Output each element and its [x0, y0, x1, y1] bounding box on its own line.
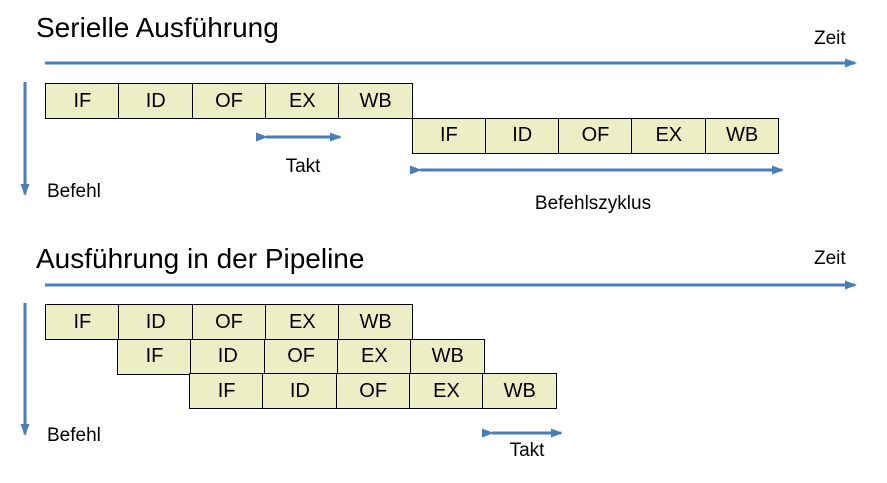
stage-cell-wb: WB: [704, 117, 780, 154]
stage-cell-id: ID: [118, 83, 194, 119]
pipeline-instruction-axis-label: Befehl: [47, 425, 101, 446]
stage-cell-wb: WB: [338, 83, 413, 119]
stage-cell-if: IF: [117, 338, 192, 375]
pipeline-time-axis-label: Zeit: [814, 248, 846, 269]
stage-cell-wb: WB: [482, 373, 558, 409]
stage-cell-if: IF: [45, 83, 120, 119]
pipeline-instruction2-row: IF ID OF EX WB: [117, 338, 486, 375]
stage-cell-if: IF: [411, 117, 487, 154]
serial-time-axis-label: Zeit: [814, 28, 846, 49]
stage-cell-ex: EX: [264, 83, 340, 119]
stage-cell-of: OF: [263, 338, 339, 375]
stage-cell-ex: EX: [631, 117, 707, 154]
stage-cell-ex: EX: [264, 304, 340, 340]
pipeline-instruction1-row: IF ID OF EX WB: [45, 304, 413, 340]
serial-cycle-label: Befehlszyklus: [534, 193, 652, 214]
stage-cell-wb: WB: [338, 304, 413, 340]
pipeline-section-title: Ausführung in der Pipeline: [36, 243, 365, 274]
serial-instruction2-row: IF ID OF EX WB: [411, 117, 780, 154]
stage-cell-of: OF: [191, 83, 267, 119]
stage-cell-of: OF: [335, 373, 411, 409]
stage-cell-id: ID: [484, 117, 560, 154]
pipeline-instruction3-row: IF ID OF EX WB: [189, 373, 558, 409]
stage-cell-if: IF: [189, 373, 264, 409]
stage-cell-if: IF: [45, 304, 120, 340]
stage-cell-id: ID: [190, 338, 266, 375]
serial-clock-label: Takt: [285, 156, 321, 177]
pipeline-clock-label: Takt: [509, 440, 545, 461]
stage-cell-id: ID: [262, 373, 338, 409]
stage-cell-id: ID: [118, 304, 194, 340]
stage-cell-wb: WB: [410, 338, 486, 375]
stage-cell-ex: EX: [409, 373, 484, 409]
serial-instruction1-row: IF ID OF EX WB: [45, 83, 413, 119]
stage-cell-ex: EX: [336, 338, 412, 375]
serial-section-title: Serielle Ausführung: [36, 12, 279, 43]
serial-instruction-axis-label: Befehl: [47, 181, 101, 202]
stage-cell-of: OF: [558, 117, 633, 154]
stage-cell-of: OF: [191, 304, 267, 340]
